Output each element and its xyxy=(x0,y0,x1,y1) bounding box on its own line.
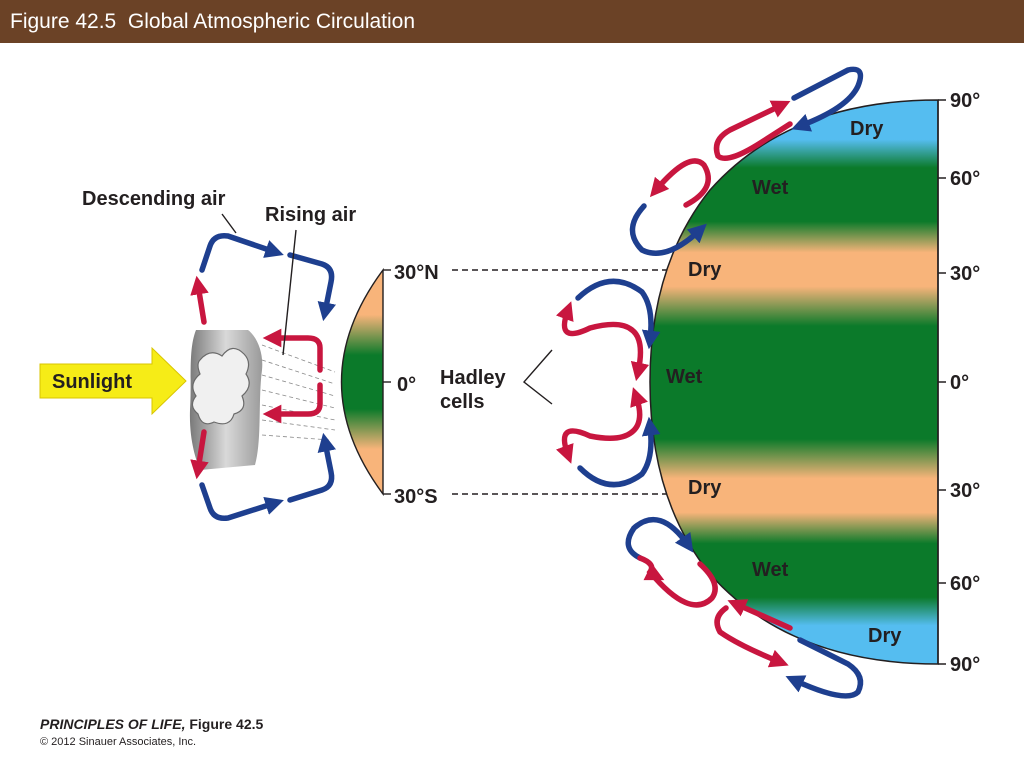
zone-polar-south: Dry xyxy=(868,625,902,647)
rising-air-pointer xyxy=(282,229,297,356)
hadley-cell-south xyxy=(555,387,661,488)
footer-copyright: © 2012 Sinauer Associates, Inc. xyxy=(40,736,197,748)
lat-30n-label: 30°N xyxy=(394,262,439,284)
zone-dry-north: Dry xyxy=(688,259,722,281)
footer-citation: PRINCIPLES OF LIFE, Figure 42.5 xyxy=(40,716,263,732)
title-bar: Figure 42.5 Global Atmospheric Circulati… xyxy=(0,0,1024,43)
polar-cell-south xyxy=(714,599,864,699)
figure-title: Figure 42.5 Global Atmospheric Circulati… xyxy=(10,10,416,33)
sunlight-rays xyxy=(261,344,336,441)
rising-air-label: Rising air xyxy=(265,204,356,226)
hadley-bracket xyxy=(522,349,553,405)
lat-0: 0° xyxy=(950,372,969,394)
sunlight-label: Sunlight xyxy=(52,371,132,393)
lat-30s: 30° xyxy=(950,480,980,502)
descending-air-label: Descending air xyxy=(82,188,226,210)
lat-60s: 60° xyxy=(950,573,980,595)
earth-section-small xyxy=(340,267,384,497)
ferrel-cell-north xyxy=(629,158,711,256)
zone-polar-north: Dry xyxy=(850,118,884,140)
cloud-cell-icon xyxy=(189,330,263,470)
zone-equator: Wet xyxy=(666,366,703,388)
lower-circulation-loop xyxy=(190,382,337,522)
hadley-cell-north xyxy=(555,278,661,382)
lat-0-small-label: 0° xyxy=(397,374,416,396)
zone-dry-south: Dry xyxy=(688,477,722,499)
lat-30n: 30° xyxy=(950,263,980,285)
footer-book-title: PRINCIPLES OF LIFE, xyxy=(40,716,186,732)
zone-temperate-north: Wet xyxy=(752,177,789,199)
hadley-label-line2: cells xyxy=(440,391,484,413)
lat-60n: 60° xyxy=(950,168,980,190)
lat-90s: 90° xyxy=(950,654,980,676)
polar-cell-north xyxy=(713,66,864,161)
lat-90n: 90° xyxy=(950,90,980,112)
sunlight-arrow-icon xyxy=(39,346,187,416)
upper-circulation-loop xyxy=(190,232,337,373)
hadley-label-line1: Hadley xyxy=(440,367,506,389)
earth-half-globe xyxy=(649,99,939,665)
zone-temperate-south: Wet xyxy=(752,559,789,581)
descending-air-pointer xyxy=(221,213,237,234)
circulation-diagram: Sunlight Descending air Rising air 30°N … xyxy=(39,66,980,699)
footer-figure-number: Figure 42.5 xyxy=(185,716,264,732)
lat-30s-label: 30°S xyxy=(394,486,438,508)
ferrel-cell-south xyxy=(625,516,718,608)
